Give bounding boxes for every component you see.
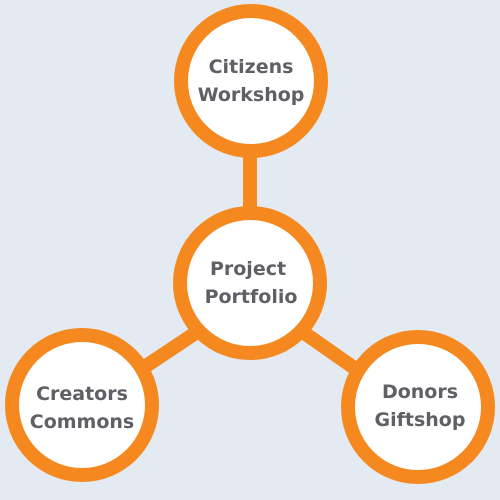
connector-center-right: [295, 324, 365, 378]
node-donors-giftshop: Donors Giftshop: [341, 330, 495, 484]
node-creators-commons: Creators Commons: [5, 328, 159, 482]
connector-center-left: [136, 324, 204, 376]
node-label-line1: Project: [210, 258, 286, 280]
node-label-line2: Commons: [30, 411, 134, 433]
node-label-line2: Giftshop: [375, 409, 466, 431]
node-project-portfolio: Project Portfolio: [173, 206, 327, 360]
node-circle: [341, 330, 495, 484]
node-circle: [5, 328, 159, 482]
node-label-line2: Portfolio: [205, 286, 298, 308]
node-label-line1: Citizens: [209, 56, 294, 78]
node-circle: [174, 4, 328, 158]
node-circle: [173, 206, 327, 360]
node-label-line1: Donors: [382, 381, 458, 403]
node-citizens-workshop: Citizens Workshop: [174, 4, 328, 158]
node-label-line1: Creators: [36, 383, 128, 405]
node-label-line2: Workshop: [198, 84, 305, 106]
